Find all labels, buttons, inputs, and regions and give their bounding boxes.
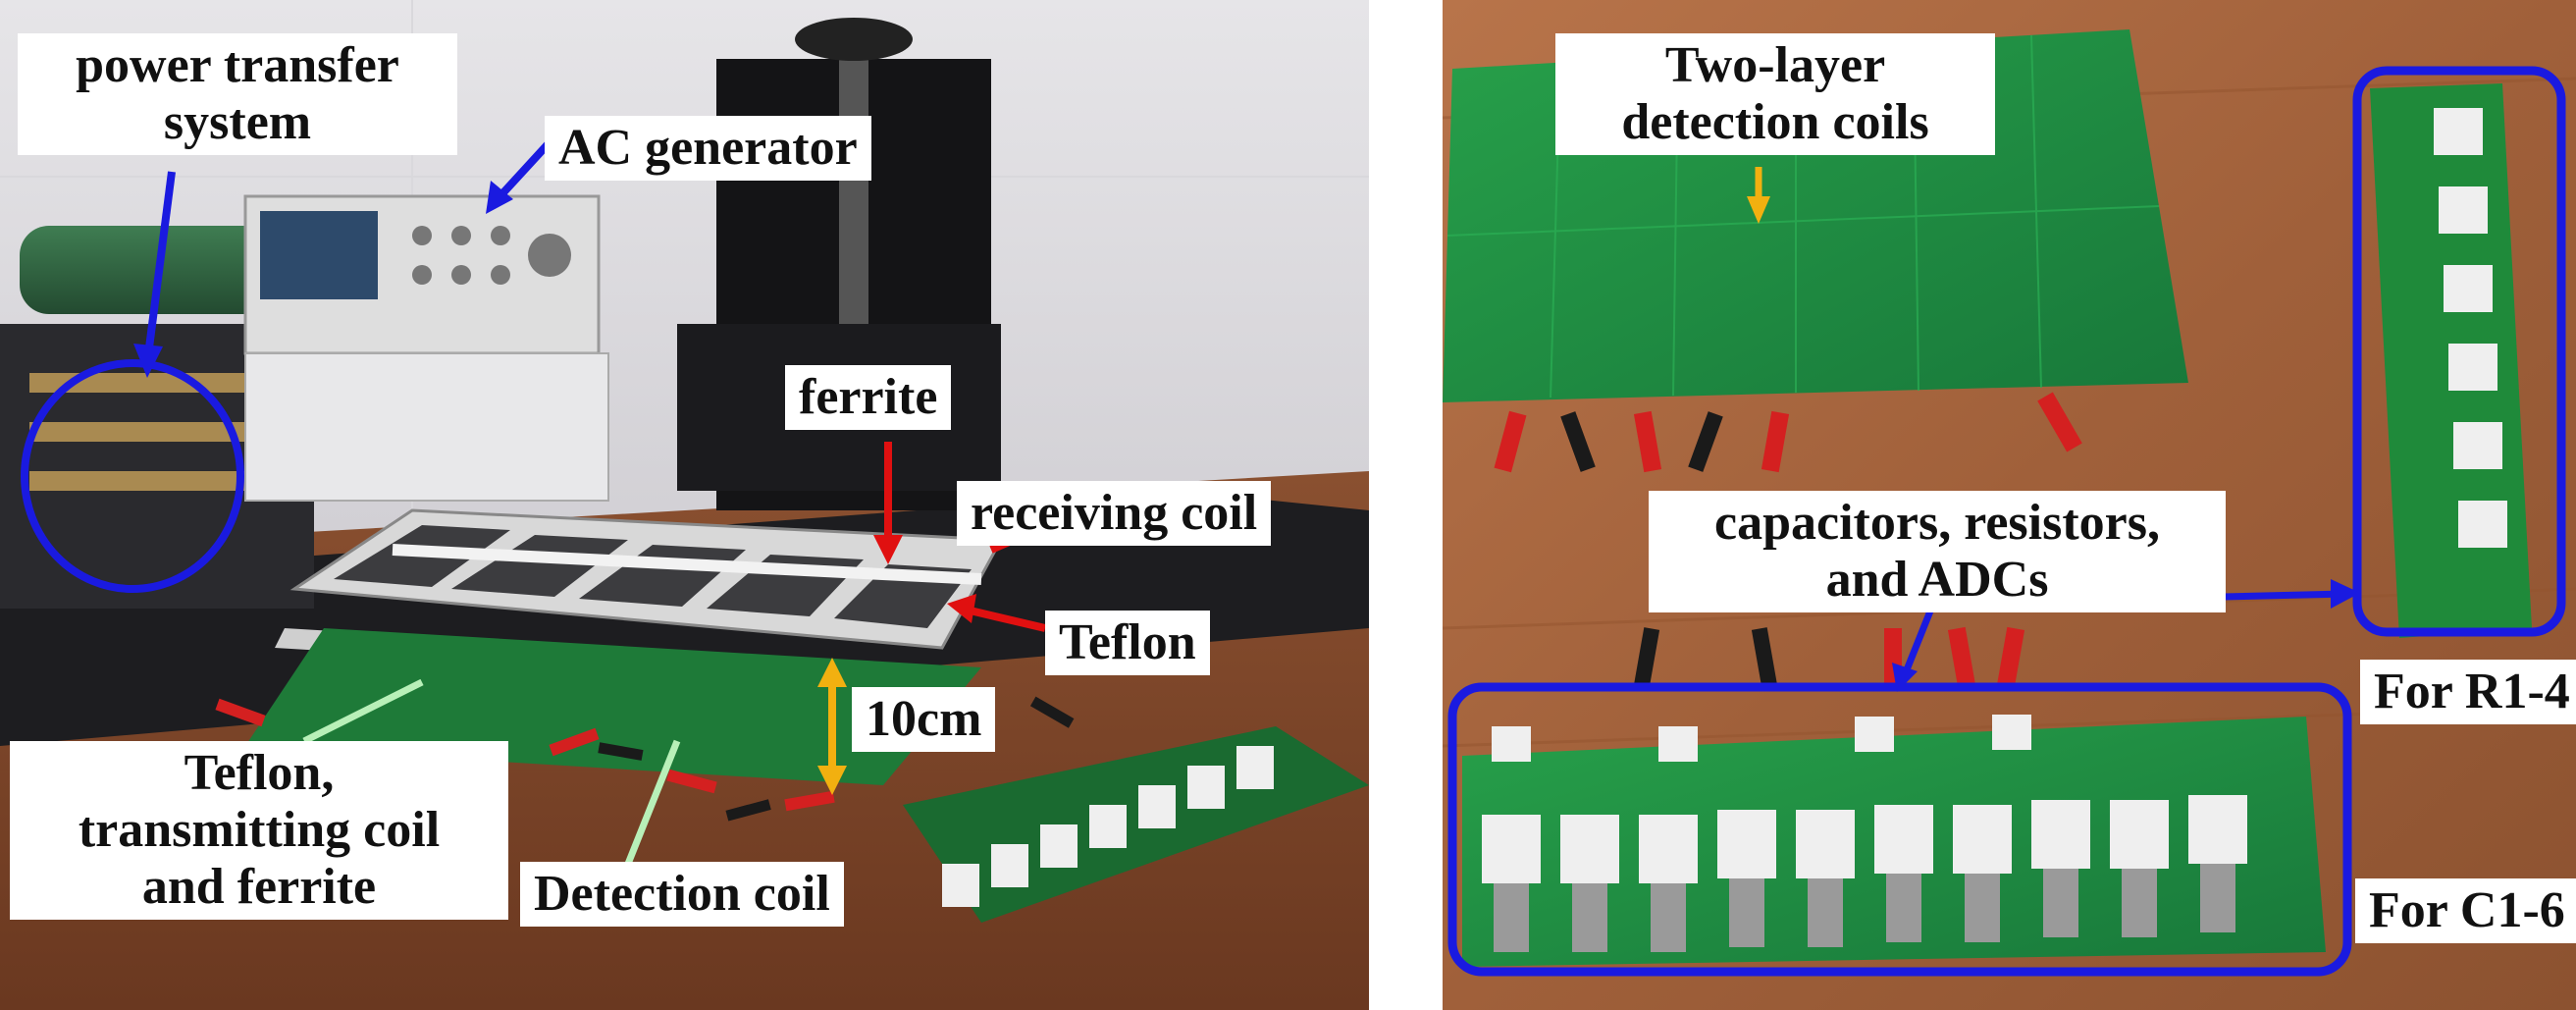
teflon-tx-arrow	[302, 678, 424, 745]
label-receiving-coil: receiving coil	[957, 481, 1272, 546]
power-transfer-arrow	[143, 171, 176, 364]
label-ferrite: ferrite	[785, 365, 952, 430]
label-power-transfer-system: power transfer system	[18, 33, 457, 155]
label-two-layer-line1: Two-layer	[1664, 37, 1886, 93]
label-teflon: Teflon	[1045, 611, 1210, 675]
label-teflon-tx-line2: transmitting coil	[78, 802, 441, 858]
detection-coil-arrow	[624, 739, 681, 866]
stand-screw	[839, 39, 868, 334]
lab-cabinet	[244, 352, 609, 502]
label-capacitors-resistors-adcs: capacitors, resistors, and ADCs	[1649, 491, 2226, 612]
right-photo-panel: Two-layer detection coils capacitors, re…	[1443, 0, 2576, 1010]
bnc-connectors	[1482, 795, 2247, 883]
ac-generator-arrow	[493, 139, 552, 204]
ac-generator-screen	[260, 211, 378, 299]
power-transfer-highlight	[21, 359, 244, 593]
label-detection-coil: Detection coil	[520, 862, 844, 927]
label-components-line2: and ADCs	[1825, 552, 2049, 608]
label-teflon-transmitting: Teflon, transmitting coil and ferrite	[10, 741, 508, 920]
left-photo-panel: power transfer system AC generator ferri…	[0, 0, 1369, 1010]
label-components-line1: capacitors, resistors,	[1714, 495, 2160, 551]
label-ac-generator: AC generator	[545, 116, 871, 181]
label-power-transfer-line2: system	[163, 94, 312, 150]
label-two-layer-coils: Two-layer detection coils	[1555, 33, 1995, 155]
label-power-transfer-line1: power transfer	[76, 37, 399, 93]
r-board-highlight	[2352, 66, 2566, 637]
components-arrow-down	[1900, 602, 1937, 679]
label-two-layer-line2: detection coils	[1621, 94, 1929, 150]
label-for-c1-6: For C1-6	[2355, 878, 2576, 943]
label-teflon-tx-line3: and ferrite	[141, 859, 377, 915]
right-photo-scene	[1443, 0, 2576, 1010]
label-teflon-tx-line1: Teflon,	[184, 745, 335, 801]
label-gap-distance: 10cm	[852, 687, 996, 752]
label-for-r1-4: For R1-4	[2360, 660, 2576, 724]
teflon-arrow	[961, 605, 1046, 632]
stand-knob	[795, 18, 913, 61]
